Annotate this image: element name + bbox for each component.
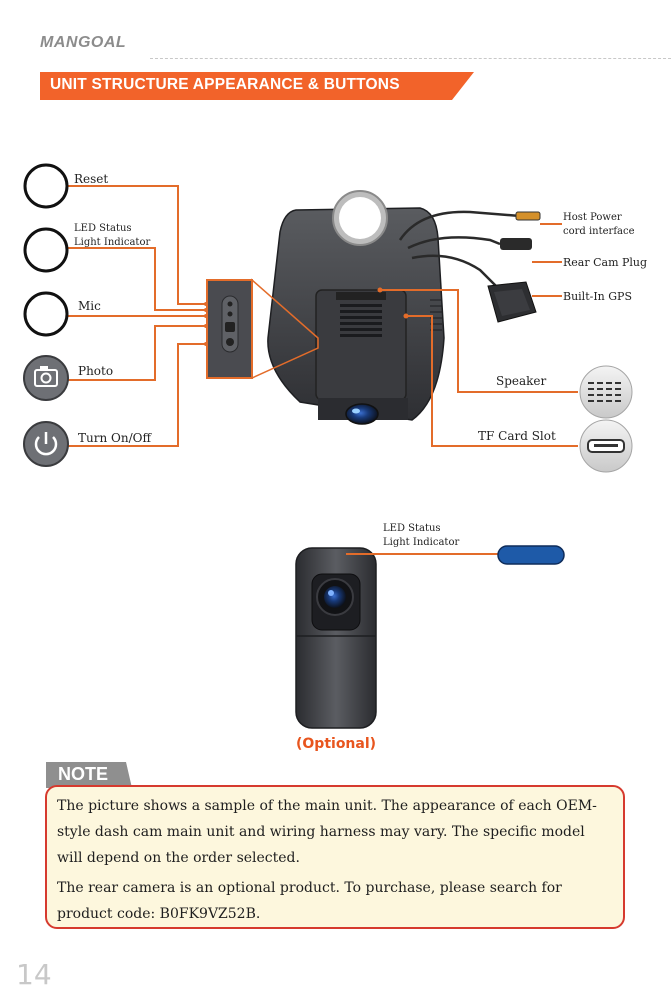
main-unit: [267, 190, 445, 425]
rear-camera: [295, 547, 377, 729]
label-speaker: Speaker: [496, 374, 547, 388]
mic-icon: [23, 291, 69, 337]
section-title: UNIT STRUCTURE APPEARANCE & BUTTONS: [50, 76, 400, 93]
label-mic: Mic: [78, 299, 101, 313]
tf-card-slot-icon: [579, 419, 633, 473]
page-number: 14: [16, 958, 52, 991]
speaker-icon: [579, 365, 633, 419]
label-power: Turn On/Off: [78, 431, 151, 445]
rear-led-indicator-icon: [497, 545, 565, 565]
note-tab: [46, 762, 132, 788]
power-icon: [23, 421, 69, 467]
label-rear-led-line2: Light Indicator: [383, 537, 460, 548]
cables: [398, 210, 521, 291]
reset-icon: [23, 163, 69, 209]
camera-icon: [23, 355, 69, 401]
label-rear-cam-plug: Rear Cam Plug: [563, 256, 648, 269]
note-box: The picture shows a sample of the main u…: [45, 785, 625, 929]
header-divider: [150, 58, 671, 59]
button-detail-panel: [206, 278, 319, 380]
leader-lines-left: [68, 185, 206, 447]
note-paragraph-1: The picture shows a sample of the main u…: [57, 798, 597, 866]
gps-module: [487, 281, 537, 323]
rear-cam-connector: [500, 238, 532, 250]
label-tf-card: TF Card Slot: [478, 429, 556, 443]
label-host-power-line1: Host Power: [563, 212, 622, 223]
brand-logo-text: MANGOAL: [40, 34, 127, 51]
label-reset: Reset: [74, 172, 109, 186]
note-tab-label: NOTE: [58, 764, 109, 784]
label-led-line1: LED Status: [74, 223, 132, 234]
label-photo: Photo: [78, 364, 114, 378]
label-led-line2: Light Indicator: [74, 237, 151, 248]
led-indicator-icon: [23, 227, 69, 273]
label-rear-led-line1: LED Status: [383, 523, 441, 534]
host-power-connector: [515, 211, 541, 221]
leader-lines-right: [380, 223, 578, 447]
optional-label: (Optional): [296, 736, 377, 752]
section-title-bar: [40, 72, 474, 100]
label-host-power-line2: cord interface: [563, 226, 635, 237]
label-gps: Built-In GPS: [563, 290, 632, 303]
note-paragraph-2: The rear camera is an optional product. …: [57, 880, 562, 922]
